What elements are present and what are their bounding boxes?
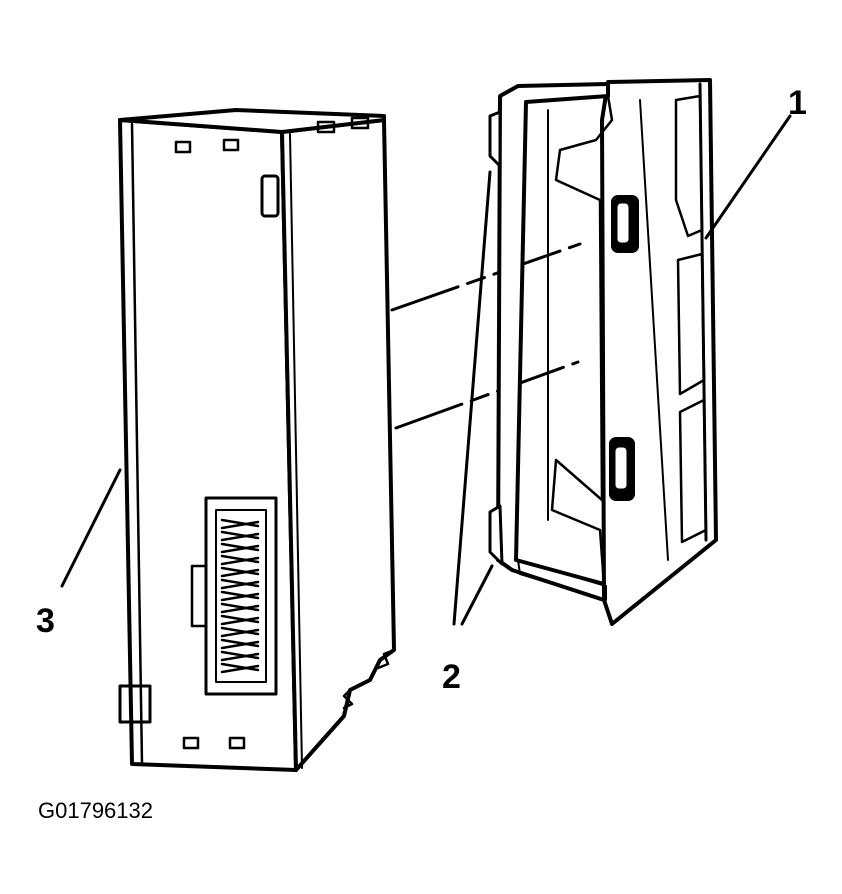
module-vent-top-2 xyxy=(222,138,240,152)
module-top-tab-2 xyxy=(350,116,370,130)
module-vent-bottom-1 xyxy=(182,736,200,750)
leader-line-3 xyxy=(60,468,122,588)
leader-lines xyxy=(60,114,792,626)
connector-side-lock xyxy=(190,564,208,628)
bracket-front-frame xyxy=(496,82,610,602)
module-vent-top-1 xyxy=(174,140,192,154)
leader-line-2b xyxy=(460,564,494,626)
module-side-inner-edge xyxy=(289,133,303,769)
bracket-top-hook xyxy=(488,110,502,168)
connector-inner xyxy=(215,509,267,683)
callout-1: 1 xyxy=(788,84,807,122)
alignment-line-upper xyxy=(390,242,582,312)
bracket-clip-lower-slot xyxy=(615,447,627,489)
bracket-bottom-hook xyxy=(488,504,504,566)
leader-line-2a xyxy=(452,170,492,626)
module-front-edge-line xyxy=(130,122,144,766)
callout-3: 3 xyxy=(36,602,55,640)
bracket-panel-middle xyxy=(676,252,706,396)
module-connector xyxy=(190,496,278,696)
mounting-bracket xyxy=(488,78,718,626)
control-module xyxy=(118,108,396,772)
module-vent-bottom-2 xyxy=(228,736,246,750)
bracket-side-wall xyxy=(514,94,614,586)
module-top-tab-1 xyxy=(316,120,336,134)
connector-pins xyxy=(220,518,260,674)
bracket-clip-upper-slot xyxy=(617,203,629,243)
bracket-panel-upper xyxy=(674,94,704,238)
bracket-back-plate xyxy=(600,78,718,626)
module-latch xyxy=(260,174,280,218)
alignment-lines xyxy=(390,242,582,430)
bracket-bottom-shelf xyxy=(517,559,607,601)
leader-line-1 xyxy=(704,114,792,240)
module-side-face xyxy=(280,118,396,772)
callout-2: 2 xyxy=(442,658,461,696)
alignment-line-lower xyxy=(394,360,580,430)
module-bottom-notches xyxy=(342,648,396,710)
module-foot xyxy=(118,684,152,724)
bracket-panel-lower xyxy=(678,398,708,544)
figure-id-label: G01796132 xyxy=(38,798,153,823)
bracket-inner-line xyxy=(639,99,669,561)
